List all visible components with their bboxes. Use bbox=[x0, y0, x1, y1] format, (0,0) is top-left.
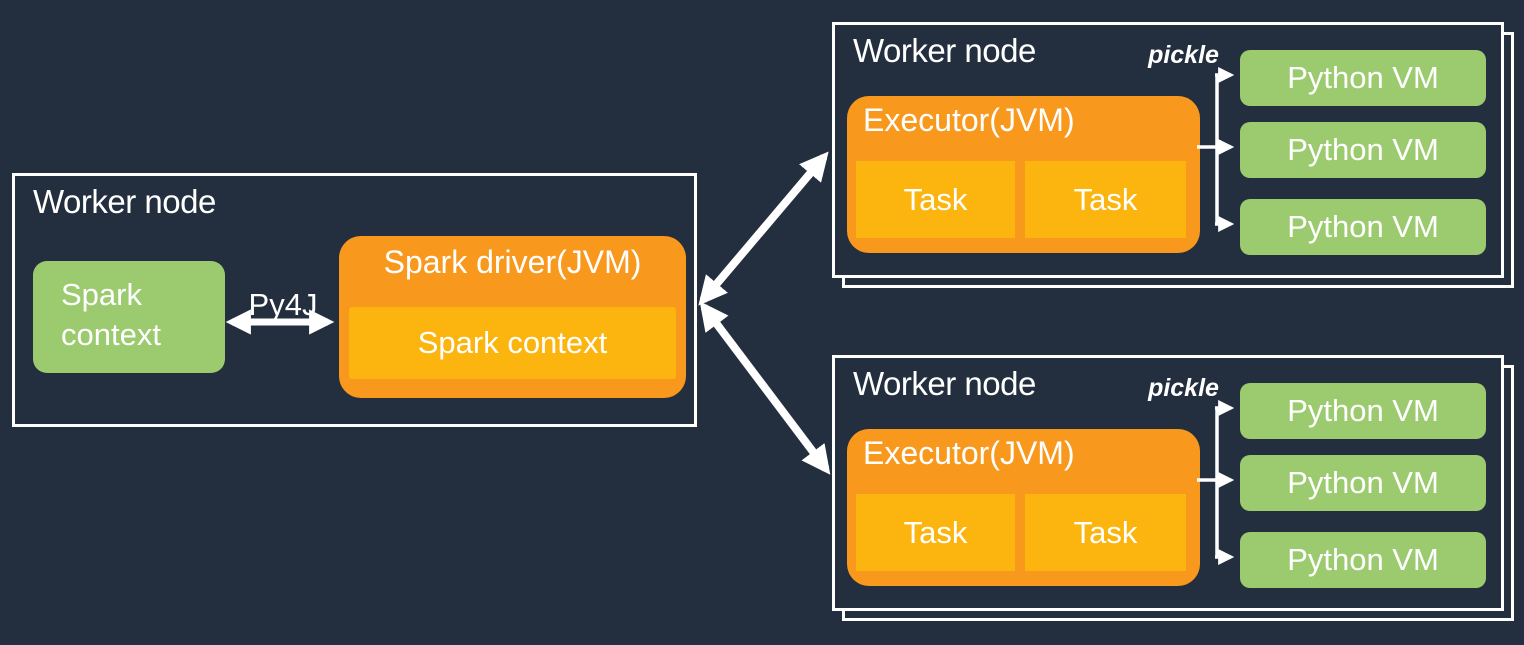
spark-driver-jvm-title: Spark driver(JVM) bbox=[383, 244, 642, 280]
bottom-worker-node-box: Worker node pickle Executor(JVM) Task Ta… bbox=[832, 355, 1504, 611]
driver-to-top-worker-arrow bbox=[698, 151, 829, 306]
driver-to-bottom-worker-arrow bbox=[699, 301, 831, 475]
top-python-vm-1: Python VM bbox=[1240, 50, 1486, 106]
driver-worker-node-box: Worker node Spark context Py4J Spark dri… bbox=[12, 173, 697, 427]
top-worker-node-box: Worker node pickle Executor(JVM) Task Ta… bbox=[832, 22, 1504, 278]
py4j-label: Py4J bbox=[248, 287, 318, 322]
jvm-spark-context-box: Spark context bbox=[349, 307, 676, 379]
top-python-vm-2: Python VM bbox=[1240, 122, 1486, 178]
spark-driver-jvm-box: Spark driver(JVM) Spark context bbox=[339, 236, 686, 398]
top-worker-node-title: Worker node bbox=[853, 32, 1036, 69]
top-executor-jvm-title: Executor(JVM) bbox=[863, 102, 1075, 138]
top-python-vm-3: Python VM bbox=[1240, 199, 1486, 255]
bottom-python-vm-3: Python VM bbox=[1240, 532, 1486, 588]
bottom-python-vm-2: Python VM bbox=[1240, 455, 1486, 511]
bottom-executor-jvm-box: Executor(JVM) Task Task bbox=[847, 429, 1200, 586]
bottom-worker-node-title: Worker node bbox=[853, 365, 1036, 402]
bottom-pickle-label: pickle bbox=[1148, 374, 1219, 402]
python-spark-context-box: Spark context bbox=[33, 261, 225, 373]
top-executor-jvm-box: Executor(JVM) Task Task bbox=[847, 96, 1200, 253]
top-task-box-2: Task bbox=[1025, 161, 1186, 238]
bottom-executor-jvm-title: Executor(JVM) bbox=[863, 435, 1075, 471]
bottom-python-vm-1: Python VM bbox=[1240, 383, 1486, 439]
bottom-task-box-2: Task bbox=[1025, 494, 1186, 571]
top-task-box-1: Task bbox=[856, 161, 1015, 238]
bottom-task-box-1: Task bbox=[856, 494, 1015, 571]
top-pickle-label: pickle bbox=[1148, 41, 1219, 69]
driver-worker-node-title: Worker node bbox=[33, 183, 216, 220]
